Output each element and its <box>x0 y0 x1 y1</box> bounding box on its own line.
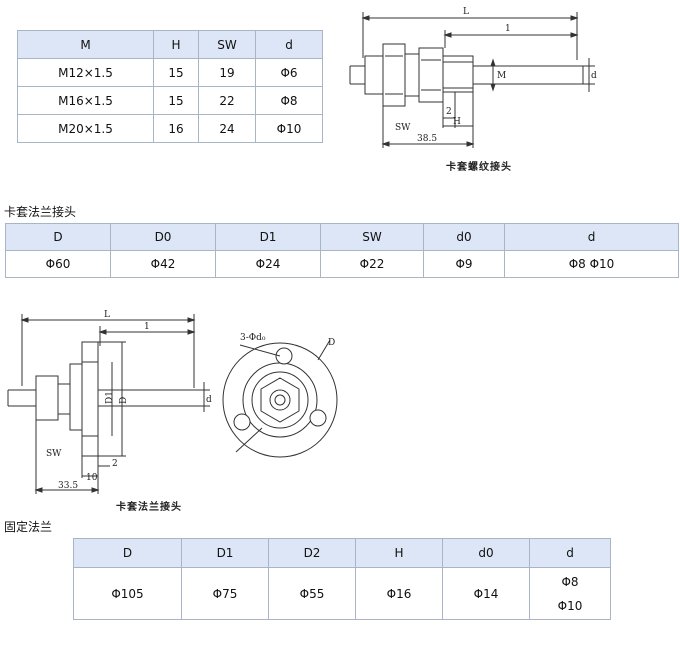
label-holes: 3-Φd₀ <box>240 333 266 343</box>
table-header-cell: D <box>73 538 182 568</box>
dim-label-D: D <box>119 397 129 404</box>
table-cell: 22 <box>198 86 256 115</box>
dim-label-d: d <box>206 395 212 405</box>
table-row: Φ105 Φ75 Φ55 Φ16 Φ14 Φ8 Φ10 <box>73 567 611 620</box>
table-header-cell: d0 <box>423 223 505 251</box>
table-cell: Φ24 <box>215 250 321 278</box>
table-row: M12×1.5 15 19 Φ6 <box>17 58 323 87</box>
table-cell: Φ6 <box>255 58 323 87</box>
table-cell: 15 <box>153 86 199 115</box>
d-value: Φ8 <box>561 574 579 589</box>
thread-fitting-spec-table: M H SW d M12×1.5 15 19 Φ6 M16×1.5 15 22 … <box>17 30 323 143</box>
dim-label-SW: SW <box>46 449 62 459</box>
table-header-cell: D1 <box>181 538 269 568</box>
table-header-cell: D2 <box>268 538 356 568</box>
dim-label-d: d <box>591 71 597 81</box>
table-header-cell: d <box>529 538 611 568</box>
table-cell: Φ22 <box>320 250 424 278</box>
table-header-cell: H <box>355 538 443 568</box>
dim-label-M: M <box>497 71 506 81</box>
section-title-fixed-flange: 固定法兰 <box>4 520 53 534</box>
dim-label-l: 1 <box>505 24 511 34</box>
table-row: Φ60 Φ42 Φ24 Φ22 Φ9 Φ8 Φ10 <box>5 250 679 278</box>
table-cell: Φ42 <box>110 250 216 278</box>
table-header-cell: d <box>504 223 679 251</box>
table-cell: Φ8 <box>255 86 323 115</box>
flange-front-drawing: 3-Φd₀ D <box>222 333 338 458</box>
table-header-cell: d <box>255 30 323 59</box>
table-header-row: D D0 D1 SW d0 d <box>5 223 679 251</box>
dim-label-H: H <box>453 117 461 127</box>
dim-label-l: 1 <box>144 322 150 332</box>
table-cell: Φ14 <box>442 567 530 620</box>
table-header-cell: d0 <box>442 538 530 568</box>
table-cell: Φ75 <box>181 567 269 620</box>
table-header-cell: SW <box>198 30 256 59</box>
table-cell: Φ60 <box>5 250 111 278</box>
table-row: M20×1.5 16 24 Φ10 <box>17 114 323 143</box>
dim-label-33-5: 33.5 <box>58 481 78 491</box>
table-cell: Φ10 <box>255 114 323 143</box>
dim-label-2: 2 <box>446 107 452 117</box>
table-cell: 15 <box>153 58 199 87</box>
table-header-cell: H <box>153 30 199 59</box>
dim-label-L: L <box>463 7 469 17</box>
table-header-cell: SW <box>320 223 424 251</box>
table-header-cell: D1 <box>215 223 321 251</box>
thread-fitting-drawing: L 1 M d 2 H SW 38.5 <box>349 7 597 148</box>
table-header-cell: M <box>17 30 154 59</box>
table-cell-d: Φ8 Φ10 <box>529 567 611 620</box>
dim-label-2: 2 <box>112 459 118 469</box>
table-cell: M16×1.5 <box>17 86 154 115</box>
flange-fitting-caption: 卡套法兰接头 <box>116 502 182 513</box>
table-cell: Φ105 <box>73 567 182 620</box>
dim-label-L: L <box>104 310 110 320</box>
table-cell: Φ9 <box>423 250 505 278</box>
table-cell: 19 <box>198 58 256 87</box>
dim-label-SW: SW <box>395 123 411 133</box>
table-header-cell: D0 <box>110 223 216 251</box>
fixed-flange-spec-table: D D1 D2 H d0 d Φ105 Φ75 Φ55 Φ16 Φ14 Φ8 Φ… <box>73 538 611 620</box>
section-title-flange-fitting: 卡套法兰接头 <box>4 205 77 219</box>
dim-label-38-5: 38.5 <box>417 134 437 144</box>
dim-label-D1: D1 <box>105 391 115 404</box>
table-row: M16×1.5 15 22 Φ8 <box>17 86 323 115</box>
table-cell: Φ16 <box>355 567 443 620</box>
table-cell: Φ55 <box>268 567 356 620</box>
dim-label-10: 10 <box>86 473 98 483</box>
table-header-row: M H SW d <box>17 30 323 59</box>
flange-fitting-side-drawing: L 1 D1 D d SW 2 10 33.5 <box>7 310 212 494</box>
table-header-row: D D1 D2 H d0 d <box>73 538 611 568</box>
table-cell: M20×1.5 <box>17 114 154 143</box>
thread-fitting-caption: 卡套螺纹接头 <box>446 162 512 173</box>
flange-fitting-spec-table: D D0 D1 SW d0 d Φ60 Φ42 Φ24 Φ22 Φ9 Φ8 Φ1… <box>5 223 679 278</box>
label-D-circle: D <box>328 338 335 348</box>
d-value: Φ10 <box>557 598 583 613</box>
table-header-cell: D <box>5 223 111 251</box>
table-cell: 16 <box>153 114 199 143</box>
table-cell: M12×1.5 <box>17 58 154 87</box>
table-cell: Φ8 Φ10 <box>504 250 679 278</box>
table-cell: 24 <box>198 114 256 143</box>
